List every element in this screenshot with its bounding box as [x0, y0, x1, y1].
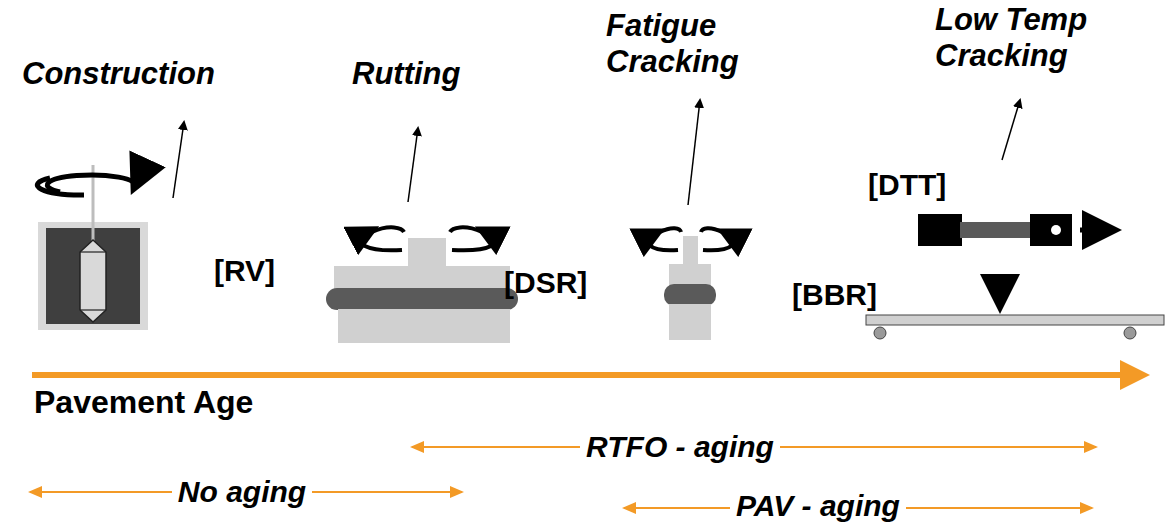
dsr-small [669, 304, 711, 340]
viscometer [47, 175, 135, 192]
dsr-large [372, 227, 404, 232]
failure-label: Rutting [352, 56, 460, 92]
bbr-beam [998, 284, 1003, 304]
bbr-beam [1124, 327, 1136, 339]
dsr-large [361, 230, 402, 250]
leader-arrow [173, 122, 184, 198]
viscometer [37, 178, 84, 195]
bbr-beam [866, 315, 1164, 325]
viscometer [80, 309, 106, 310]
dsr-small [648, 228, 734, 340]
leader-arrow [1002, 100, 1020, 160]
axis-label: Pavement Age [34, 384, 253, 421]
failure-label: Low Temp Cracking [935, 2, 1140, 73]
viscometer [46, 228, 140, 324]
dsr-small [703, 232, 734, 250]
dsr-small [660, 228, 681, 232]
dtt-specimen [1080, 228, 1112, 233]
range-label: No aging [172, 475, 312, 510]
dsr-large [408, 238, 446, 268]
dsr-large [326, 227, 518, 343]
dsr-large [326, 288, 518, 310]
dsr-large [450, 227, 482, 232]
dsr-small [669, 264, 711, 286]
viscometer [80, 251, 106, 252]
leader-arrow [408, 128, 418, 202]
dsr-large [334, 266, 510, 290]
dtt-specimen [1051, 225, 1061, 235]
viscometer [80, 240, 106, 322]
dtt-specimen [1030, 214, 1072, 246]
instrument-label: [DSR] [504, 266, 587, 301]
instrument-label: [BBR] [792, 278, 877, 313]
bbr-beam [874, 327, 886, 339]
range-label: PAV - aging [730, 489, 906, 524]
bbr-beam [866, 284, 1164, 339]
viscometer [37, 165, 148, 330]
dsr-small [683, 236, 698, 266]
failure-label: Fatigue Cracking [606, 8, 781, 79]
failure-label: Construction [22, 56, 215, 92]
dtt-specimen [960, 222, 1032, 238]
dsr-small [664, 284, 716, 306]
dsr-small [701, 228, 722, 232]
instrument-label: [DTT] [868, 168, 946, 203]
dsr-small [648, 232, 678, 250]
dtt-specimen [918, 214, 1112, 246]
leader-arrow [688, 100, 700, 205]
dsr-large [338, 309, 510, 343]
range-label: RTFO - aging [580, 430, 780, 465]
age-axis-arrow [32, 372, 1138, 378]
dsr-large [452, 230, 495, 250]
dtt-specimen [918, 214, 962, 246]
instrument-label: [RV] [214, 254, 275, 289]
